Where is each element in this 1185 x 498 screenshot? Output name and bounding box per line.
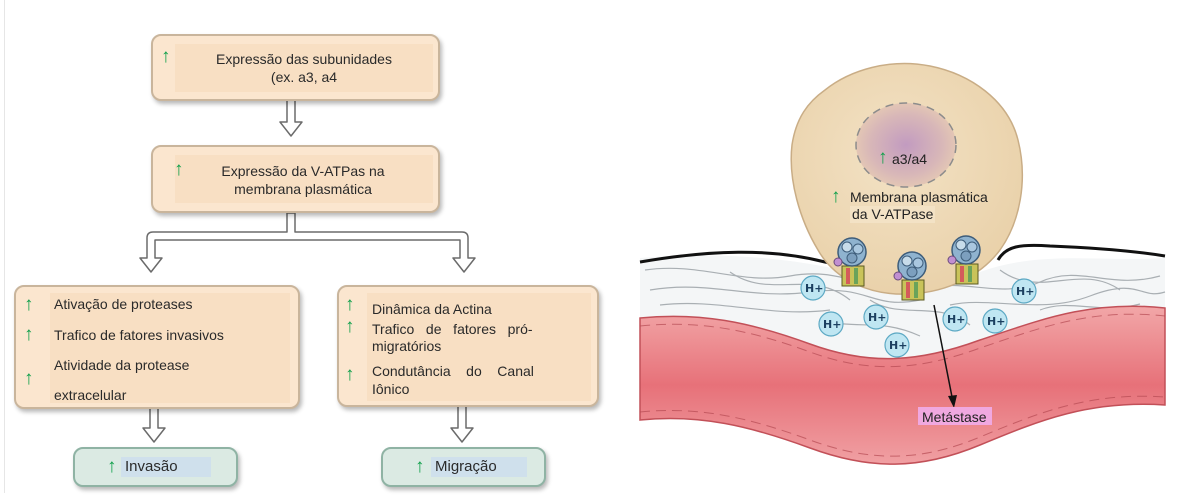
membrane-label-line2: da V-ATPase [850, 206, 935, 223]
up-arrow-icon: ↑ [24, 369, 34, 388]
nucleus-label: a3/a4 [892, 151, 927, 168]
up-arrow-icon: ↑ [345, 317, 355, 336]
up-arrow-icon: ↑ [345, 295, 355, 314]
subunit-expression-line2: (ex. a3, a4 [175, 69, 433, 86]
actin-dynamics-text: Dinâmica da Actina [372, 301, 492, 318]
up-arrow-icon: ↑ [107, 457, 117, 476]
invasion-label: Invasão [121, 457, 211, 477]
up-arrow-icon: ↑ [24, 295, 34, 314]
proton-icon: H+ [885, 333, 909, 357]
up-arrow-icon: ↑ [24, 325, 34, 344]
migration-result-box: ↑ Migração [381, 447, 546, 487]
invasion-factors-box: ↑ Ativação de proteases ↑ Trafico de fat… [14, 285, 300, 409]
ion-channel-conductance-text-line1: Condutância do Canal [372, 363, 534, 380]
svg-text:H+: H+ [889, 339, 907, 352]
svg-text:H+: H+ [868, 311, 886, 324]
protease-activity-text-line2: extracelular [54, 387, 126, 404]
up-arrow-icon: ↑ [415, 457, 425, 476]
membrane-label-line1: Membrana plasmática [850, 189, 988, 206]
proton-icon: H+ [801, 276, 825, 300]
up-arrow-icon: ↑ [161, 47, 171, 66]
svg-text:H+: H+ [1016, 285, 1034, 298]
svg-text:H+: H+ [947, 313, 965, 326]
invasive-factor-trafficking-text: Trafico de fatores invasivos [54, 327, 224, 344]
up-arrow-icon: ↑ [878, 148, 888, 167]
subunit-expression-line1: Expressão das subunidades [175, 51, 433, 68]
protease-activity-text-line1: Atividade da protease [54, 357, 189, 374]
svg-text:H+: H+ [987, 315, 1005, 328]
connector-arrow [451, 406, 473, 442]
up-arrow-icon: ↑ [831, 187, 841, 206]
connector-arrow [143, 408, 165, 442]
svg-text:H+: H+ [805, 282, 823, 295]
connector-split [140, 213, 475, 272]
proton-icon: H+ [943, 307, 967, 331]
vatpase-membrane-line2: membrana plasmática [187, 181, 419, 198]
proton-icon: H+ [983, 309, 1007, 333]
promigratory-trafficking-text-line2: migratórios [372, 338, 441, 355]
migration-label: Migração [431, 457, 527, 477]
vatpase-membrane-box: ↑ Expressão da V-ATPas na membrana plasm… [151, 145, 440, 213]
invasion-result-box: ↑ Invasão [73, 447, 238, 487]
up-arrow-icon: ↑ [174, 160, 184, 179]
ion-channel-conductance-text-line2: Iônico [372, 381, 409, 398]
vatpase-membrane-line1: Expressão da V-ATPas na [187, 163, 419, 180]
svg-text:H+: H+ [823, 318, 841, 331]
proton-icon: H+ [1012, 279, 1036, 303]
tissue-boundary-right [998, 245, 1165, 260]
promigratory-trafficking-text-line1: Trafico de fatores pró- [372, 321, 533, 338]
proton-icon: H+ [864, 305, 888, 329]
subunit-expression-box: ↑ Expressão das subunidades (ex. a3, a4 [151, 34, 440, 101]
migration-factors-box: ↑ Dinâmica da Actina ↑ Trafico de fatore… [337, 285, 599, 407]
cell-nucleus [856, 103, 956, 187]
illustration-canvas: H+ H+ H+ H+ H+ H+ H+ [620, 0, 1185, 493]
proton-icon: H+ [819, 312, 843, 336]
metastasis-illustration: H+ H+ H+ H+ H+ H+ H+ ↑ a3/a4 ↑ Membrana … [620, 0, 1185, 498]
protease-activation-text: Ativação de proteases [54, 296, 193, 313]
up-arrow-icon: ↑ [345, 365, 355, 384]
connector-arrow [280, 100, 302, 136]
metastasis-label: Metástase [922, 409, 987, 426]
